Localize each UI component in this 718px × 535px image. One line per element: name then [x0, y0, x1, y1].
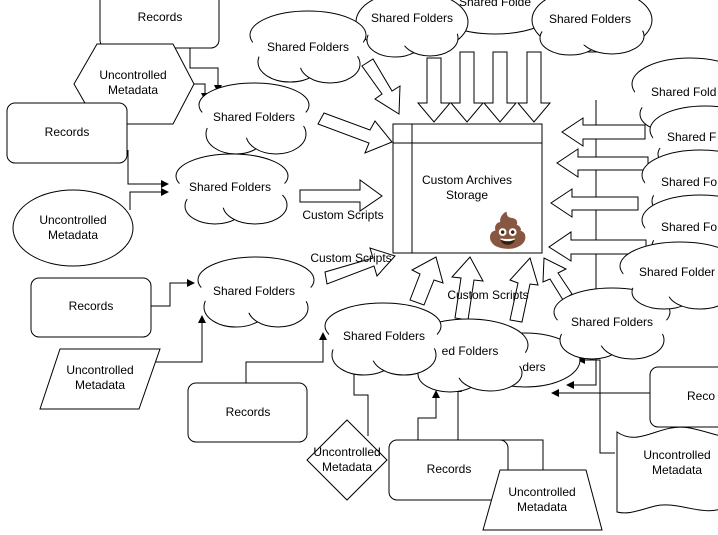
- records-label: Records: [138, 10, 183, 24]
- connector-metadata-left: [129, 188, 169, 210]
- cloud-label: ders: [522, 360, 545, 374]
- cloud-label: Shared Fo: [661, 175, 717, 189]
- cloud-label: Shared Folders: [571, 315, 653, 329]
- metadata-trapezoid: Uncontrolled Metadata: [482, 469, 603, 531]
- metadata-diamond: Uncontrolled Metadata: [306, 419, 388, 501]
- left-arrow-3: [550, 188, 639, 218]
- cloud-shared-folders-3: Shared Folders: [175, 153, 289, 225]
- cloud-label: Shared F: [667, 130, 716, 144]
- cloud-top-center: Shared Folders: [355, 0, 469, 58]
- connector-records-left: [127, 150, 169, 188]
- cloud-shared-folders-5: Shared Folders: [324, 302, 442, 376]
- metadata-label-line2: Metadata: [652, 463, 702, 477]
- cloud-top-right: Shared Folders: [531, 0, 653, 56]
- metadata-parallelogram: Uncontrolled Metadata: [39, 348, 161, 410]
- cloud-shared-folders-1: Shared Folders: [249, 10, 367, 84]
- metadata-document: Uncontrolled Metadata: [616, 426, 718, 514]
- edge-labels: Custom Scripts Custom Scripts Custom Scr…: [302, 208, 528, 302]
- metadata-label-line1: Uncontrolled: [66, 363, 133, 377]
- metadata-label-line1: Uncontrolled: [643, 448, 710, 462]
- records-label: Records: [226, 405, 271, 419]
- metadata-label-line1: Uncontrolled: [99, 68, 166, 82]
- connector-records-bottom: [245, 332, 327, 383]
- cloud-right-5: Shared Folder: [619, 241, 718, 310]
- cloud-label: Shared Folders: [549, 12, 631, 26]
- up-arrow-3: [509, 257, 539, 323]
- cloud-label: Shared Folders: [213, 284, 295, 298]
- cloud-label: Shared Folder: [639, 265, 715, 279]
- sources: Records Uncontrolled Metadata Records Un…: [6, 0, 718, 531]
- diag-arrow-shared: [317, 112, 393, 154]
- records-label: Records: [69, 299, 114, 313]
- connector-metadata-mid: [155, 315, 206, 363]
- left-arrow-1: [561, 117, 646, 147]
- poop-icon: 💩: [487, 211, 529, 250]
- records-box-right: Reco: [649, 366, 718, 428]
- cloud-label: Shared Folde: [459, 0, 531, 9]
- metadata-label-line2: Metadata: [108, 83, 158, 97]
- clouds: Shared Folde Shared Folders Shared Folde…: [175, 0, 718, 393]
- down-arrow-2: [449, 51, 485, 123]
- metadata-ellipse: Uncontrolled Metadata: [12, 189, 134, 267]
- metadata-label-line2: Metadata: [48, 228, 98, 242]
- cloud-label: Shared Folders: [343, 329, 425, 343]
- up-arrow-2: [450, 256, 484, 321]
- block-arrows: [299, 51, 649, 323]
- metadata-label-line1: Uncontrolled: [313, 445, 380, 459]
- metadata-label-line2: Metadata: [75, 378, 125, 392]
- down-arrow-1: [416, 57, 452, 123]
- cloud-bottom-mid: ed Folders: [407, 318, 529, 393]
- connector-far-right: [566, 100, 597, 389]
- connector-metadata-diamond: [350, 365, 369, 436]
- metadata-label-line1: Uncontrolled: [508, 485, 575, 499]
- right-arrow-scripts: [299, 179, 383, 212]
- records-box-left: Records: [6, 102, 128, 164]
- cloud-label: Shared Folders: [189, 180, 271, 194]
- down-arrow-3: [482, 51, 518, 123]
- connector-records-mid: [150, 279, 195, 307]
- diag-arrow-top: [361, 58, 401, 115]
- records-box-top: Records: [99, 0, 220, 49]
- storage-title-line2: Storage: [446, 188, 488, 202]
- cloud-label: Shared Folders: [371, 11, 453, 25]
- cloud-label: Shared Fold: [651, 85, 716, 99]
- cloud-label: Shared Folders: [267, 40, 349, 54]
- metadata-label-line2: Metadata: [517, 500, 567, 514]
- connector-metadata-right: [577, 356, 615, 454]
- storage-title-line1: Custom Archives: [422, 173, 512, 187]
- custom-scripts-label-2: Custom Scripts: [310, 251, 391, 265]
- custom-archives-storage: Custom Archives Storage 💩: [392, 123, 543, 254]
- down-arrow-4: [516, 51, 552, 123]
- cloud-shared-folders-4: Shared Folders: [197, 256, 315, 328]
- cloud-label: Shared Fo: [661, 220, 717, 234]
- connector-records-top: [189, 48, 222, 93]
- records-box-bottom: Records: [187, 382, 308, 443]
- metadata-label-line2: Metadata: [322, 460, 372, 474]
- up-arrow-4: [542, 257, 573, 301]
- metadata-label-line1: Uncontrolled: [39, 213, 106, 227]
- records-box-mid: Records: [30, 277, 152, 338]
- custom-scripts-label-3: Custom Scripts: [447, 288, 528, 302]
- records-box-lower: Records: [388, 439, 509, 501]
- cloud-shared-folders-2: Shared Folders: [198, 82, 310, 155]
- custom-scripts-label-1: Custom Scripts: [302, 208, 383, 222]
- up-arrow-1: [409, 256, 444, 306]
- records-label: Records: [45, 125, 90, 139]
- cloud-label: Shared Folders: [213, 110, 295, 124]
- cloud-label: ed Folders: [442, 344, 499, 358]
- connector-records-lower: [417, 390, 440, 440]
- left-arrow-2: [556, 148, 649, 178]
- records-label: Reco: [687, 389, 715, 403]
- storage-box: [392, 123, 543, 254]
- diag-arrow-scripts: [324, 247, 396, 285]
- records-label: Records: [427, 462, 472, 476]
- connectors: [127, 48, 650, 470]
